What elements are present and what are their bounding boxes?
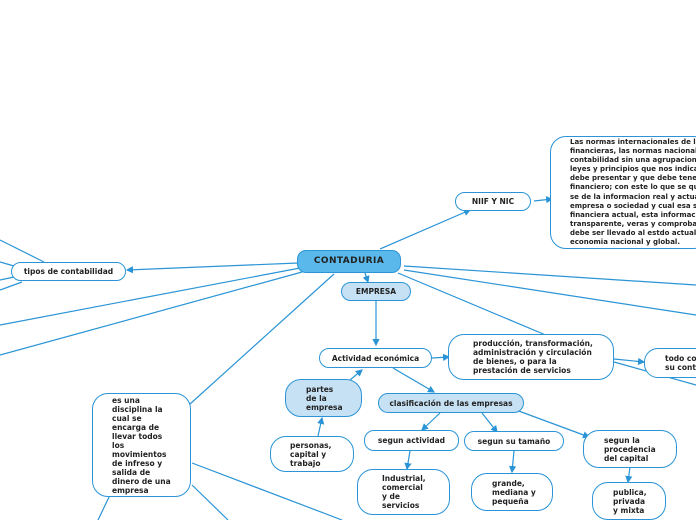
node-niif-description[interactable]: Las normas internacionales de la financi…: [550, 136, 696, 249]
niif-description-text: Las normas internacionales de la financi…: [570, 137, 696, 246]
link-produccion-todo: [613, 357, 646, 365]
node-tipos-contabilidad[interactable]: tipos de contabilidad: [11, 262, 126, 281]
segun-procedencia-text: segun la procedencia del capital: [604, 435, 656, 463]
link-segun-procedencia-publica: [625, 466, 633, 484]
link-disciplina-off-2: [191, 484, 229, 520]
node-segun-tamano[interactable]: segun su tamaño: [464, 431, 564, 451]
link-segun-tamano-grande: [508, 450, 517, 474]
segun-tamano-label: segun su tamaño: [477, 436, 551, 446]
link-niif-text: [533, 196, 554, 204]
industrial-text: Industrial, comercial y de servicios: [382, 474, 426, 510]
clasificacion-label: clasificación de las empresas: [389, 398, 513, 408]
link-root-disciplina: [189, 273, 335, 405]
node-niif-nic[interactable]: NIIF Y NIC: [455, 192, 531, 211]
produccion-text: producción, transformación, administraci…: [473, 339, 593, 375]
link-root-off-left-2: [0, 271, 303, 356]
link-personas-partes: [317, 416, 325, 437]
partes-text: partes de la empresa: [306, 384, 343, 412]
node-grande[interactable]: grande, mediana y pequeña: [471, 473, 553, 511]
node-empresa[interactable]: EMPRESA: [341, 282, 411, 301]
todo-text: todo con su conta: [665, 354, 696, 372]
link-actividad-clasificacion: [392, 367, 436, 393]
empresa-label: EMPRESA: [355, 287, 397, 296]
segun-actividad-label: segun actividad: [377, 436, 446, 445]
link-clas-segun-tamano: [481, 412, 498, 433]
link-tipos-off-3: [0, 276, 15, 281]
link-clas-segun-actividad: [421, 412, 441, 431]
link-actividad-produccion: [431, 353, 451, 361]
link-disciplina-off-1: [97, 494, 111, 520]
node-produccion[interactable]: producción, transformación, administraci…: [448, 334, 614, 380]
link-segun-actividad-industrial: [404, 450, 412, 471]
actividad-label: Actividad económica: [331, 353, 420, 363]
disciplina-text: es una disciplina la cual se encarga de …: [112, 395, 171, 495]
node-industrial[interactable]: Industrial, comercial y de servicios: [357, 469, 450, 515]
niif-label: NIIF Y NIC: [471, 197, 515, 206]
link-root-off-right-1: [403, 265, 696, 286]
link-tipos-off-1: [0, 239, 45, 263]
node-publica[interactable]: publica, privada y mixta: [592, 482, 666, 520]
link-clas-segun-procedencia: [515, 409, 591, 439]
link-root-off-right-2: [403, 269, 696, 316]
personas-text: personas, capital y trabajo: [290, 440, 332, 468]
tipos-label: tipos de contabilidad: [23, 267, 114, 276]
publica-text: publica, privada y mixta: [613, 487, 647, 515]
node-disciplina[interactable]: es una disciplina la cual se encarga de …: [92, 393, 191, 497]
node-todo-con[interactable]: todo con su conta: [644, 348, 696, 378]
link-root-tipos: [125, 262, 299, 274]
root-label: CONTADURIA: [313, 256, 385, 267]
link-tipos-off-4: [0, 281, 23, 291]
root-node[interactable]: CONTADURIA: [297, 250, 401, 273]
node-partes-empresa[interactable]: partes de la empresa: [285, 379, 362, 417]
link-root-produccion: [397, 272, 549, 337]
link-actividad-partes: [349, 369, 363, 381]
link-root-off-left-1: [0, 267, 301, 326]
node-segun-procedencia[interactable]: segun la procedencia del capital: [583, 430, 677, 468]
node-segun-actividad[interactable]: segun actividad: [364, 430, 459, 451]
node-personas[interactable]: personas, capital y trabajo: [270, 436, 354, 472]
node-actividad-economica[interactable]: Actividad económica: [319, 348, 432, 368]
link-root-empresa: [362, 272, 370, 284]
link-root-niif: [379, 209, 472, 250]
link-disciplina-off-3: [191, 462, 343, 520]
node-clasificacion[interactable]: clasificación de las empresas: [378, 393, 524, 413]
grande-text: grande, mediana y pequeña: [492, 478, 536, 506]
